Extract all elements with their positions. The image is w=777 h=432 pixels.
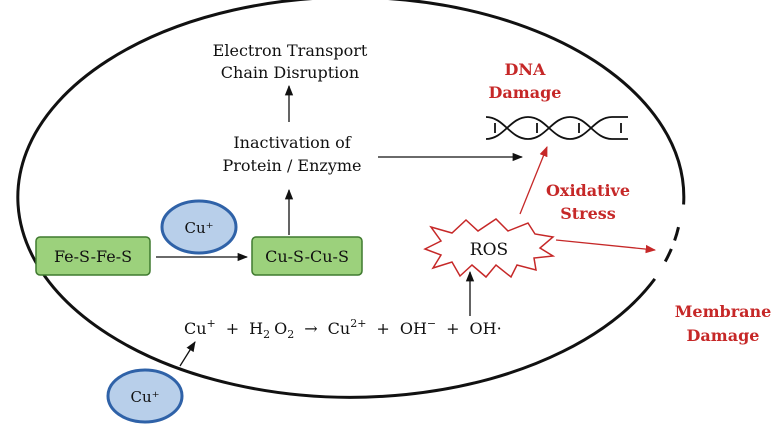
dna-helix-icon — [485, 116, 628, 140]
reaction-plus-2: + — [376, 319, 389, 338]
reaction-cu-charge: + — [207, 317, 216, 330]
cu-ion-lower: Cu⁺ — [106, 368, 184, 424]
oxidative-stress-label-line1: Oxidative — [546, 181, 630, 200]
electron-transport-label-line1: Electron Transport — [213, 41, 368, 60]
reaction-h: H — [249, 319, 263, 338]
membrane-damage-label-line1: Membrane — [675, 302, 772, 321]
ros-label: ROS — [470, 240, 508, 260]
ros-burst-shape — [423, 218, 556, 279]
fe-s-cluster-box: Fe-S-Fe-S — [35, 236, 151, 276]
cu-ion-upper-label: Cu⁺ — [184, 219, 213, 237]
cu-ion-lower-circle — [106, 368, 184, 424]
reaction-cu2: Cu — [328, 319, 351, 338]
reaction-oh-charge: − — [427, 317, 436, 330]
inactivation-label-line1: Inactivation of — [233, 133, 351, 152]
dna-damage-label-line1: DNA — [505, 60, 547, 79]
membrane-damage-label-line2: Damage — [687, 326, 760, 345]
reaction-oh: OH — [400, 319, 427, 338]
fe-s-cluster-label: Fe-S-Fe-S — [54, 247, 132, 266]
reaction-cu: Cu — [184, 319, 207, 338]
cu-ion-upper: Cu⁺ — [160, 199, 238, 255]
reaction-cu2-charge: 2+ — [350, 317, 366, 330]
ros-burst: ROS — [423, 218, 556, 279]
membrane-damage-dashes — [659, 226, 680, 270]
cu-s-cluster-box: Cu-S-Cu-S — [251, 236, 363, 276]
electron-transport-label-line2: Chain Disruption — [221, 63, 359, 82]
reaction-arrow: → — [304, 319, 317, 338]
arrow-ros-to-dna — [519, 146, 548, 215]
arrow-ros-to-membrane — [555, 239, 657, 254]
arrow-cu-ion-to-reaction — [179, 341, 196, 367]
reaction-plus-3: + — [446, 319, 459, 338]
inactivation-label-line2: Protein / Enzyme — [222, 156, 361, 175]
reaction-h-sub: 2 — [263, 328, 270, 341]
cell-membrane — [16, 0, 686, 399]
dna-damage-label-line2: Damage — [489, 83, 562, 102]
cu-ion-upper-circle — [160, 199, 238, 255]
reaction-oh-radical: OH· — [470, 319, 502, 338]
oxidative-stress-label-line2: Stress — [560, 204, 616, 223]
cu-s-cluster-label: Cu-S-Cu-S — [265, 247, 349, 266]
reaction-plus-1: + — [226, 319, 239, 338]
cu-ion-lower-label: Cu⁺ — [130, 388, 159, 406]
reaction-o: O — [274, 319, 287, 338]
reaction-o-sub: 2 — [287, 328, 294, 341]
